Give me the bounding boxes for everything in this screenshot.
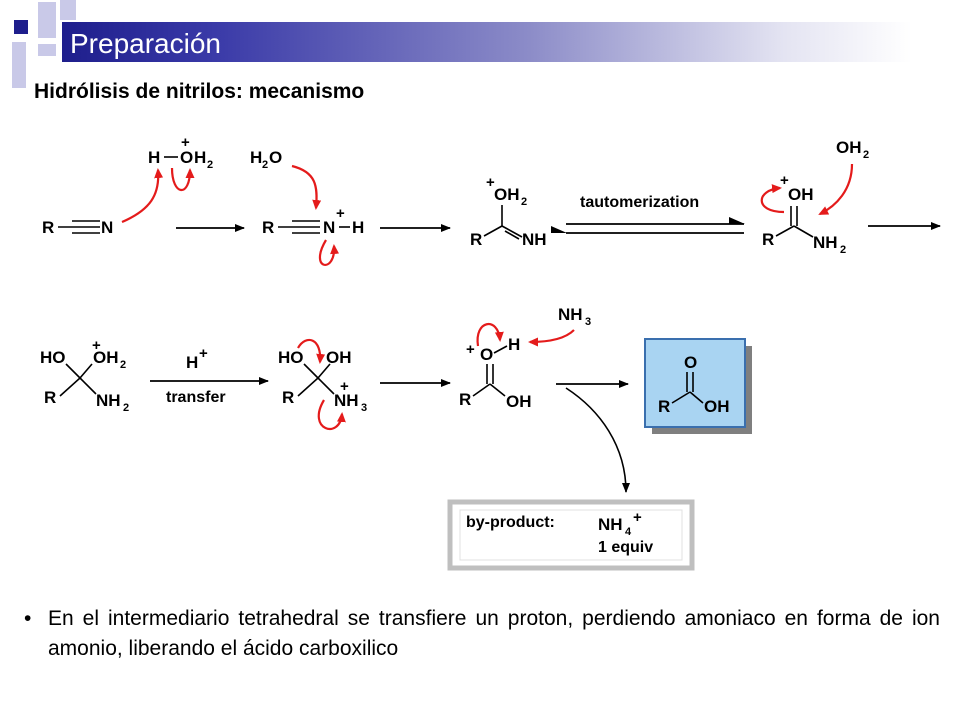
- svg-text:+: +: [181, 134, 190, 151]
- svg-text:2: 2: [123, 402, 129, 414]
- title-bar: [62, 22, 912, 62]
- water: H 2 O: [250, 148, 282, 171]
- product-box: [644, 338, 752, 434]
- svg-text:HO: HO: [278, 348, 304, 367]
- svg-text:R: R: [262, 218, 274, 237]
- bullet-item: • En el intermediario tetrahedral se tra…: [24, 604, 940, 664]
- svg-text:+: +: [466, 341, 475, 358]
- corner-square-lavender: [60, 0, 76, 20]
- svg-text:OH: OH: [704, 397, 730, 416]
- svg-text:H: H: [148, 148, 160, 167]
- svg-text:3: 3: [585, 316, 591, 328]
- svg-text:+: +: [633, 509, 642, 526]
- mechanism-diagram: R N H O H 2 + H 2 O R N H + + OH: [40, 134, 941, 571]
- svg-text:H: H: [186, 353, 198, 372]
- svg-text:2: 2: [262, 159, 268, 171]
- corner-square-lavender: [12, 42, 26, 88]
- corner-square-navy: [14, 20, 28, 34]
- svg-text:O: O: [269, 148, 282, 167]
- svg-text:+: +: [486, 174, 495, 191]
- tetrahedral-intermediate-protonated: HO OH R NH 3 +: [278, 348, 367, 414]
- r-group: R: [42, 218, 54, 237]
- svg-text:2: 2: [863, 149, 869, 161]
- bullet-text: En el intermediario tetrahedral se trans…: [48, 607, 940, 660]
- svg-text:O: O: [480, 345, 493, 364]
- tetrahedral-intermediate: + HO OH 2 R NH 2: [40, 337, 129, 414]
- svg-text:NH: NH: [598, 515, 623, 534]
- carboxylic-acid: O R OH: [658, 353, 730, 416]
- bullet-list: • En el intermediario tetrahedral se tra…: [24, 604, 940, 664]
- svg-text:+: +: [780, 172, 789, 189]
- tautomerization-label: tautomerization: [580, 194, 699, 211]
- svg-text:NH: NH: [334, 391, 359, 410]
- svg-text:OH: OH: [93, 348, 119, 367]
- svg-text:2: 2: [207, 159, 213, 171]
- svg-text:NH: NH: [813, 233, 838, 252]
- electron-arrows-row1: [121, 163, 854, 266]
- corner-square-lavender: [38, 2, 56, 38]
- svg-text:R: R: [470, 230, 482, 249]
- protonated-acid: + O H R OH: [459, 335, 532, 411]
- svg-text:3: 3: [361, 402, 367, 414]
- svg-text:H: H: [250, 148, 262, 167]
- svg-text:1 equiv: 1 equiv: [598, 539, 653, 556]
- svg-text:H: H: [352, 218, 364, 237]
- byproduct: by-product: NH 4 + 1 equiv: [466, 509, 653, 556]
- water-top: OH 2: [836, 138, 869, 161]
- svg-text:+: +: [92, 337, 101, 354]
- svg-text:R: R: [44, 388, 56, 407]
- svg-text:OH: OH: [506, 392, 532, 411]
- svg-text:R: R: [658, 397, 670, 416]
- svg-text:OH: OH: [326, 348, 352, 367]
- svg-text:by-product:: by-product:: [466, 514, 555, 531]
- page-subtitle: Hidrólisis de nitrilos: mecanismo: [34, 80, 365, 103]
- svg-text:+: +: [340, 378, 349, 395]
- svg-text:H: H: [508, 335, 520, 354]
- atom-n: N: [101, 218, 113, 237]
- svg-text:HO: HO: [40, 348, 66, 367]
- h-plus: H +: [186, 345, 208, 372]
- electron-arrows-row2: [297, 322, 575, 431]
- svg-text:R: R: [459, 390, 471, 409]
- protonated-amide: + OH R NH 2: [762, 172, 846, 256]
- svg-text:O: O: [684, 353, 697, 372]
- corner-square-lavender: [38, 44, 56, 56]
- svg-text:OH: OH: [494, 185, 520, 204]
- svg-text:2: 2: [521, 196, 527, 208]
- svg-text:NH: NH: [522, 230, 547, 249]
- svg-text:R: R: [282, 388, 294, 407]
- nitrilium-ion: R N H +: [262, 205, 364, 237]
- svg-text:2: 2: [120, 359, 126, 371]
- bullet-icon: •: [24, 607, 32, 630]
- transfer-label: transfer: [166, 389, 226, 406]
- nitrile: R N: [42, 218, 113, 237]
- svg-text:R: R: [762, 230, 774, 249]
- svg-text:O: O: [180, 148, 193, 167]
- triple-bond: [58, 220, 100, 234]
- svg-text:4: 4: [625, 526, 632, 538]
- svg-text:+: +: [199, 345, 208, 362]
- svg-text:+: +: [336, 205, 345, 222]
- svg-text:OH: OH: [788, 185, 814, 204]
- hydronium: H O H 2 +: [148, 134, 213, 171]
- svg-text:N: N: [323, 218, 335, 237]
- svg-text:H: H: [194, 148, 206, 167]
- svg-text:NH: NH: [96, 391, 121, 410]
- byproduct-arrow: [565, 387, 630, 493]
- ammonia: NH 3: [558, 305, 591, 328]
- svg-text:OH: OH: [836, 138, 862, 157]
- svg-text:NH: NH: [558, 305, 583, 324]
- protonated-imidate: + OH 2 R NH: [470, 174, 547, 249]
- svg-text:2: 2: [840, 244, 846, 256]
- page-title: Preparación: [70, 28, 221, 59]
- byproduct-box: [447, 499, 695, 571]
